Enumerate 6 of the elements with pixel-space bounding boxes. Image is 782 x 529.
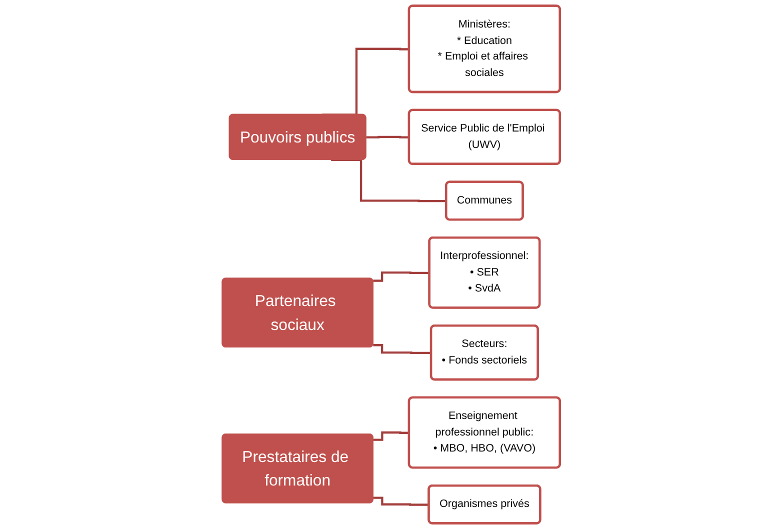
connector — [373, 272, 430, 282]
connector — [373, 431, 410, 441]
connector — [373, 496, 430, 506]
connector — [366, 136, 410, 138]
connector — [331, 158, 446, 202]
connector — [373, 344, 432, 354]
